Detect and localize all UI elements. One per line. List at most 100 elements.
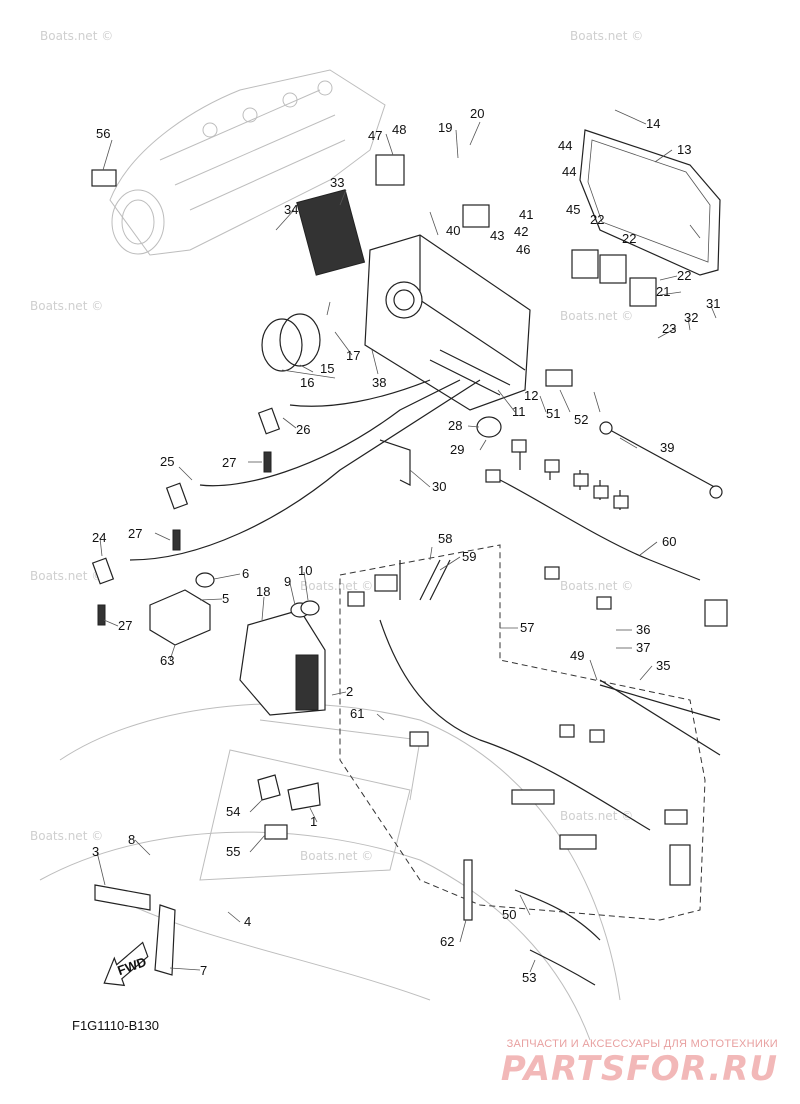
callout-53: 53 — [522, 970, 536, 985]
cable — [609, 429, 721, 491]
callout-13: 13 — [677, 142, 691, 157]
watermark-text: Boats.net © — [30, 299, 103, 313]
watermark-text: Boats.net © — [30, 569, 103, 583]
callout-32: 32 — [684, 310, 698, 325]
brand-watermark: ЗАПЧАСТИ И АКСЕССУАРЫ ДЛЯ МОТОТЕХНИКИ PA… — [478, 1038, 778, 1088]
sensor — [91, 169, 117, 187]
callout-52: 52 — [574, 412, 588, 427]
ignition-coil — [599, 254, 627, 284]
wire-harness — [347, 439, 728, 886]
watermark-text: Boats.net © — [560, 309, 633, 323]
brand-tagline: ЗАПЧАСТИ И АКСЕССУАРЫ ДЛЯ МОТОТЕХНИКИ — [506, 1038, 778, 1050]
callout-3: 3 — [92, 844, 99, 859]
callout-37: 37 — [636, 640, 650, 655]
callout-41: 41 — [519, 207, 533, 222]
callout-26: 26 — [296, 422, 310, 437]
callout-27c: 27 — [118, 618, 132, 633]
bracket — [287, 782, 321, 811]
callout-34: 34 — [284, 202, 298, 217]
watermark-text: Boats.net © — [570, 29, 643, 43]
band — [463, 859, 473, 921]
gasket — [579, 129, 721, 276]
callout-54: 54 — [226, 804, 240, 819]
callout-1: 1 — [310, 814, 317, 829]
engine-block-outline — [109, 69, 386, 256]
watermark-text: Boats.net © — [560, 809, 633, 823]
gasket-inner — [587, 139, 711, 263]
callout-7: 7 — [200, 963, 207, 978]
callout-16: 16 — [300, 375, 314, 390]
cap — [261, 318, 303, 372]
ignition-coil — [571, 249, 599, 279]
callout-31: 31 — [706, 296, 720, 311]
callout-59: 59 — [462, 549, 476, 564]
callout-22a: 22 — [590, 212, 604, 227]
callout-62: 62 — [440, 934, 454, 949]
callout-29: 29 — [450, 442, 464, 457]
callout-44a: 44 — [558, 138, 572, 153]
callout-8: 8 — [128, 832, 135, 847]
callout-10: 10 — [298, 563, 312, 578]
resistor — [264, 824, 288, 840]
nut — [300, 600, 320, 616]
brand-logo: PARTSFOR.RU — [500, 1049, 778, 1089]
callout-9: 9 — [284, 574, 291, 589]
callout-27b: 27 — [128, 526, 142, 541]
callout-39: 39 — [660, 440, 674, 455]
callout-22b: 22 — [622, 231, 636, 246]
leader-lines — [96, 109, 717, 973]
callout-57: 57 — [520, 620, 534, 635]
watermark-text: Boats.net © — [560, 579, 633, 593]
callout-45: 45 — [566, 202, 580, 217]
callout-35: 35 — [656, 658, 670, 673]
seal — [279, 313, 321, 367]
callout-21: 21 — [656, 284, 670, 299]
callout-42: 42 — [514, 224, 528, 239]
callout-25: 25 — [160, 454, 174, 469]
hull-outline — [39, 703, 621, 1041]
callout-27a: 27 — [222, 455, 236, 470]
callout-30: 30 — [432, 479, 446, 494]
callout-51: 51 — [546, 406, 560, 421]
rectifier-regulator — [296, 189, 366, 276]
grommet — [195, 572, 215, 588]
bracket — [94, 884, 151, 911]
callout-33: 33 — [330, 175, 344, 190]
sensor-lead — [599, 679, 721, 756]
callout-55: 55 — [226, 844, 240, 859]
sensor-lead — [514, 889, 601, 941]
callout-43: 43 — [490, 228, 504, 243]
cable-end — [599, 421, 613, 435]
spark-plug-leads — [91, 379, 481, 626]
watermark-text: Boats.net © — [30, 829, 103, 843]
bracket — [545, 369, 573, 387]
harness-assy-boundary — [339, 544, 706, 921]
watermark-text: Boats.net © — [300, 849, 373, 863]
callout-40: 40 — [446, 223, 460, 238]
callout-38: 38 — [372, 375, 386, 390]
callout-14: 14 — [646, 116, 660, 131]
callout-6: 6 — [242, 566, 249, 581]
ecu-connector — [295, 654, 319, 711]
diagram-code: F1G1110-B130 — [72, 1018, 159, 1033]
callout-48: 48 — [392, 122, 406, 137]
clip — [379, 439, 411, 486]
callout-2: 2 — [346, 684, 353, 699]
callout-17: 17 — [346, 348, 360, 363]
sensor-lead — [529, 949, 596, 986]
relay — [375, 154, 405, 186]
cable-end — [709, 485, 723, 499]
callout-labels: 1 2 3 4 5 6 7 8 9 10 11 12 13 14 15 16 1… — [92, 106, 720, 985]
callout-49: 49 — [570, 648, 584, 663]
watermark-text: Boats.net © — [300, 579, 373, 593]
holder — [257, 774, 281, 801]
bracket — [154, 904, 176, 976]
callout-18: 18 — [256, 584, 270, 599]
callout-47: 47 — [368, 128, 382, 143]
electrical-box — [364, 234, 531, 411]
callout-15: 15 — [320, 361, 334, 376]
callout-11: 11 — [512, 404, 526, 419]
callout-36: 36 — [636, 622, 650, 637]
